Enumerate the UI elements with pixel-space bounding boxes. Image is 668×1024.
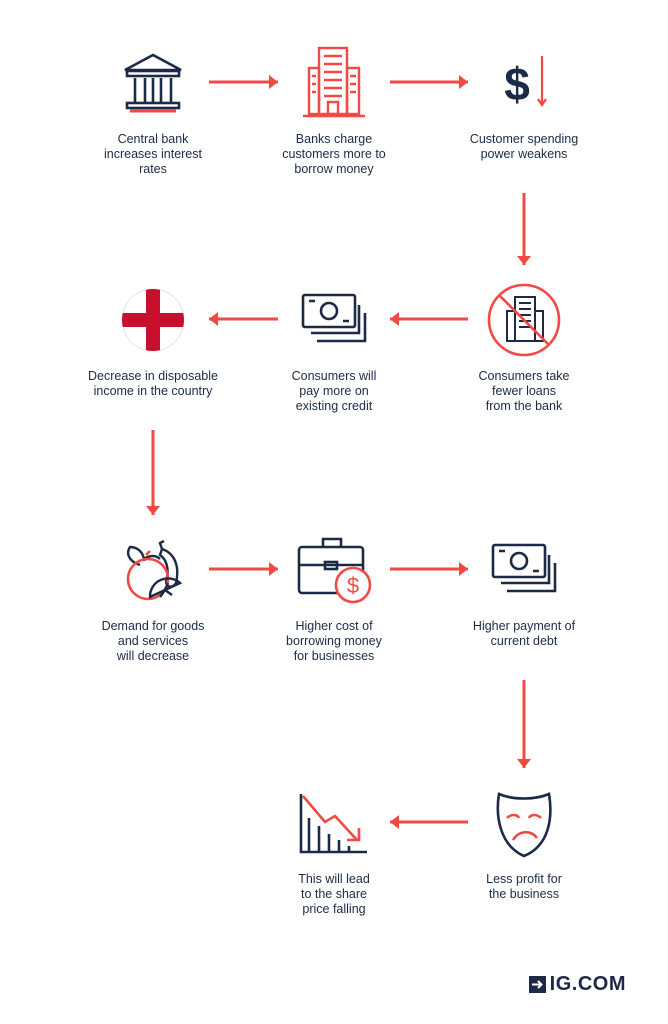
node-label: Banks charge customers more to borrow mo… <box>282 132 386 176</box>
fruit-icon <box>108 525 198 615</box>
node-label: Higher payment of current debt <box>472 619 576 648</box>
node-label: Central bank increases interest rates <box>104 132 202 176</box>
no-bank-icon <box>479 275 569 365</box>
node-pay-more-credit: Consumers will pay more on existing cred… <box>244 275 424 414</box>
arrow-borrowing-cost-to-debt-payment <box>390 562 468 576</box>
node-label: Consumers will pay more on existing cred… <box>291 369 377 413</box>
node-demand-decrease: Demand for goods and services will decre… <box>63 525 243 664</box>
node-label: Customer spending power weakens <box>469 132 579 161</box>
node-fewer-loans: Consumers take fewer loans from the bank <box>434 275 614 414</box>
arrow-fewer-loans-to-pay-more-credit <box>390 312 468 326</box>
dollar-down-icon: $ <box>479 38 569 128</box>
node-label: Higher cost of borrowing money for busin… <box>286 619 382 663</box>
ig-logo: IG.COM <box>528 973 626 996</box>
node-disposable-income: Decrease in disposable income in the cou… <box>63 275 243 399</box>
node-spending-weakens: $ Customer spending power weakens <box>434 38 614 162</box>
arrow-disposable-income-to-demand-decrease <box>146 430 160 515</box>
node-debt-payment: Higher payment of current debt <box>434 525 614 649</box>
briefcase-dollar-icon: $ <box>289 525 379 615</box>
arrow-central-bank-to-banks-charge <box>209 75 278 89</box>
office-building-icon <box>289 38 379 128</box>
node-banks-charge: Banks charge customers more to borrow mo… <box>244 38 424 177</box>
node-share-price: This will lead to the share price fallin… <box>244 778 424 917</box>
node-label: Less profit for the business <box>486 872 562 901</box>
svg-text:$: $ <box>504 58 530 110</box>
node-label: This will lead to the share price fallin… <box>298 872 370 916</box>
arrow-spending-weakens-to-fewer-loans <box>517 193 531 265</box>
sad-mask-icon <box>479 778 569 868</box>
logo-text: IG.COM <box>549 973 626 995</box>
england-flag-icon <box>108 275 198 365</box>
node-less-profit: Less profit for the business <box>434 778 614 902</box>
arrow-debt-payment-to-less-profit <box>517 680 531 768</box>
falling-chart-icon <box>289 778 379 868</box>
node-central-bank: Central bank increases interest rates <box>63 38 243 177</box>
cash-stack-icon <box>479 525 569 615</box>
node-label: Consumers take fewer loans from the bank <box>478 369 570 413</box>
cash-stack-icon <box>289 275 379 365</box>
node-label: Demand for goods and services will decre… <box>101 619 205 663</box>
bank-icon <box>108 38 198 128</box>
arrow-pay-more-credit-to-disposable-income <box>209 312 278 326</box>
arrow-in-box-icon <box>528 976 546 993</box>
node-label: Decrease in disposable income in the cou… <box>88 369 218 398</box>
arrow-demand-decrease-to-borrowing-cost <box>209 562 278 576</box>
arrow-less-profit-to-share-price <box>390 815 468 829</box>
arrow-banks-charge-to-spending-weakens <box>390 75 468 89</box>
svg-text:$: $ <box>347 573 359 598</box>
node-borrowing-cost: $ Higher cost of borrowing money for busi… <box>244 525 424 664</box>
